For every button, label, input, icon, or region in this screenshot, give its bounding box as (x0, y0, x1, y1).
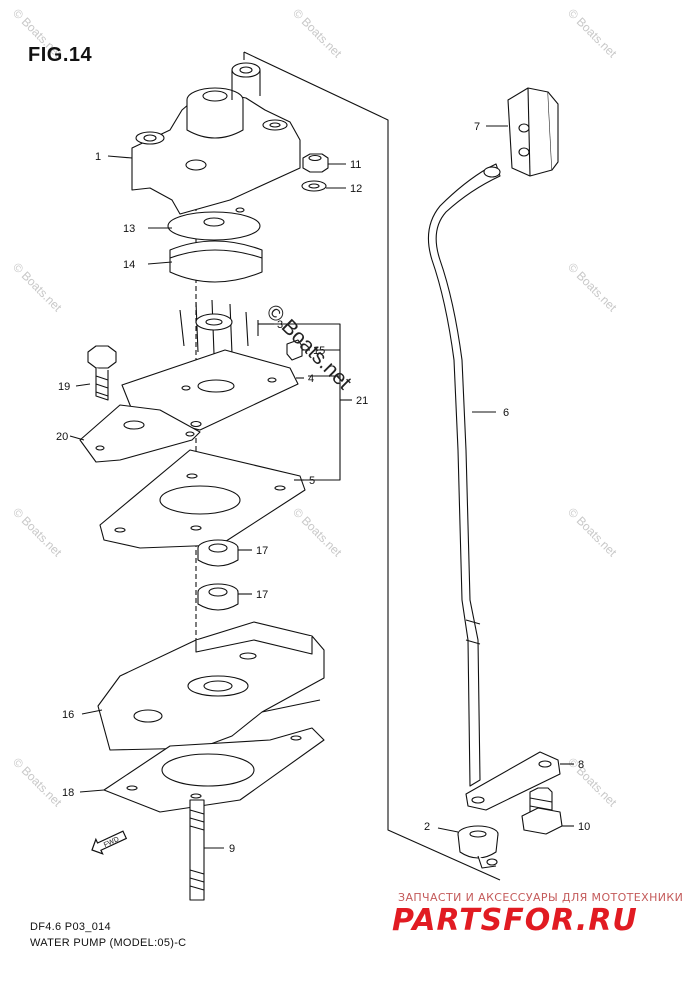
callout-6: 6 (503, 407, 509, 419)
oil-seal-part-17b (197, 583, 239, 611)
callout-15: 15 (313, 345, 325, 357)
key-part-15 (286, 339, 303, 361)
callout-12: 12 (350, 183, 362, 195)
callout-13: 13 (123, 223, 135, 235)
gasket-part-18 (103, 727, 325, 813)
water-tube-part-6 (427, 163, 501, 787)
leader-line (147, 261, 173, 265)
callout-10: 10 (578, 821, 590, 833)
grommet-part-7 (507, 87, 559, 177)
group-bracket (308, 349, 340, 377)
callout-8: 8 (578, 759, 584, 771)
diagram-code: DF4.6 P03_014 (30, 921, 111, 933)
callout-1: 1 (95, 151, 101, 163)
figure-title: FIG.14 (28, 44, 93, 66)
callout-numbers: 1 2 3 4 5 6 7 8 9 10 11 12 13 14 15 16 1… (56, 121, 590, 855)
callout-5: 5 (309, 475, 315, 487)
leader-line (79, 789, 105, 793)
callout-4: 4 (308, 373, 314, 385)
frame-line (243, 51, 501, 881)
liner-part-14 (169, 240, 263, 283)
callout-7: 7 (474, 121, 480, 133)
leader-line (437, 827, 459, 833)
grommet-part-2 (457, 825, 499, 869)
bolt-part-19 (87, 345, 117, 401)
leader-line (107, 155, 133, 159)
brand-tagline: ЗАПЧАСТИ И АКСЕССУАРЫ ДЛЯ МОТОТЕХНИКИ (398, 891, 684, 904)
nut-part-11 (302, 153, 329, 173)
gasket-part-20 (79, 404, 201, 463)
callout-11: 11 (350, 159, 361, 171)
callout-3: 3 (277, 319, 283, 331)
bolt-part-10 (521, 787, 563, 835)
plate-part-13 (167, 207, 261, 241)
fwd-arrow-icon: FWD (91, 830, 128, 855)
callout-2: 2 (424, 821, 430, 833)
leader-line (69, 435, 85, 441)
group-bracket (262, 323, 341, 481)
impeller-part-3 (179, 299, 259, 355)
callout-17b: 17 (256, 589, 268, 601)
stud-bolt-part-9 (189, 799, 205, 901)
gasket-part-5 (99, 449, 306, 549)
callout-17a: 17 (256, 545, 268, 557)
callout-16: 16 (62, 709, 74, 721)
washer-part-12 (301, 180, 327, 192)
callout-14: 14 (123, 259, 135, 271)
pump-housing-part-16 (97, 621, 325, 751)
pump-case-part (131, 62, 301, 215)
callout-18: 18 (62, 787, 74, 799)
diagram-caption: WATER PUMP (MODEL:05)-C (30, 937, 187, 949)
callout-19: 19 (58, 381, 70, 393)
fwd-label: FWD (103, 836, 120, 849)
callout-20: 20 (56, 431, 68, 443)
oil-seal-part-17a (197, 539, 239, 567)
clamp-plate-part-8 (465, 751, 561, 811)
leader-line (75, 383, 91, 387)
callout-9: 9 (229, 843, 235, 855)
leader-line (81, 709, 103, 715)
callout-21: 21 (356, 395, 368, 407)
brand-logo: PARTSFOR.RU (392, 903, 638, 938)
